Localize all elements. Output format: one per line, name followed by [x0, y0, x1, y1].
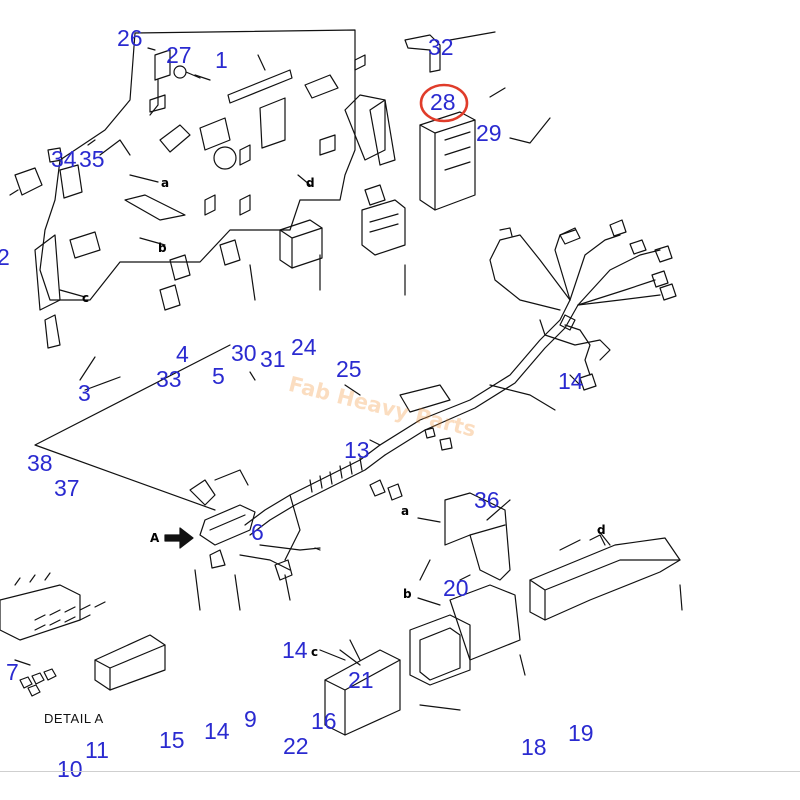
callout-1: 1 — [215, 47, 228, 73]
pointer-d-bottom: d — [597, 523, 606, 537]
controller-unit-29 — [419, 111, 476, 211]
leader-38 — [34, 344, 231, 511]
wire-harness-upper — [379, 219, 677, 456]
view-arrow — [164, 527, 194, 549]
callout-5: 5 — [212, 363, 225, 389]
callout-19: 19 — [568, 720, 594, 746]
callout-2: 2 — [0, 244, 10, 270]
callout-14-cover: 14 — [282, 637, 308, 663]
callout-4: 4 — [176, 341, 189, 367]
bracket-32 — [404, 31, 496, 73]
callout-24: 24 — [291, 334, 317, 360]
callout-10: 10 — [57, 756, 83, 782]
callout-30: 30 — [231, 340, 257, 366]
detail-a-label: DETAIL A — [44, 711, 104, 726]
callout-leaders — [9, 47, 581, 666]
cover-36 — [409, 492, 521, 686]
callout-22: 22 — [283, 733, 309, 759]
callout-33: 33 — [156, 366, 182, 392]
callout-14-bottom: 14 — [204, 718, 230, 744]
pointer-b-bottom: b — [403, 587, 412, 601]
callout-25: 25 — [336, 356, 362, 382]
callout-37: 37 — [54, 475, 80, 501]
callout-15: 15 — [159, 727, 185, 753]
callout-11: 11 — [85, 737, 109, 763]
duct-19 — [529, 534, 681, 621]
callout-28: 28 — [430, 89, 456, 115]
callout-38: 38 — [27, 450, 53, 476]
pointer-arrows — [59, 174, 611, 661]
pointer-c-bottom: c — [311, 645, 319, 659]
pointer-a-bottom: a — [401, 504, 410, 518]
callout-27: 27 — [166, 42, 192, 68]
view-arrow-label: A — [150, 531, 160, 545]
callout-29: 29 — [476, 120, 502, 146]
relay-blocks — [219, 184, 406, 269]
fuse-parts-34-35 — [14, 139, 131, 199]
callout-13: 13 — [344, 437, 370, 463]
callout-9: 9 — [244, 706, 257, 732]
callout-7: 7 — [6, 659, 19, 685]
cover-21 — [324, 649, 401, 736]
detail-a-parts — [0, 572, 166, 697]
relay-26 — [149, 49, 201, 116]
callout-31: 31 — [260, 346, 286, 372]
highlight-circle — [419, 83, 469, 123]
callout-20: 20 — [443, 575, 469, 601]
callout-36: 36 — [474, 487, 500, 513]
callout-18: 18 — [521, 734, 547, 760]
callout-14-harness: 14 — [558, 368, 584, 394]
callout-32: 32 — [428, 34, 454, 60]
callout-35: 35 — [79, 146, 105, 172]
screws — [79, 74, 683, 711]
wire-harness-main — [189, 444, 403, 581]
pointer-a-top: a — [161, 176, 170, 190]
callout-3: 3 — [78, 380, 91, 406]
callout-21: 21 — [348, 667, 374, 693]
pointer-b-top: b — [158, 241, 167, 255]
callout-16: 16 — [311, 708, 337, 734]
bottom-divider — [0, 771, 800, 772]
callout-6: 6 — [251, 519, 264, 545]
pointer-c-top: c — [82, 291, 90, 305]
pointer-d-top: d — [306, 176, 315, 190]
callout-34: 34 — [51, 146, 77, 172]
callout-26: 26 — [117, 25, 143, 51]
